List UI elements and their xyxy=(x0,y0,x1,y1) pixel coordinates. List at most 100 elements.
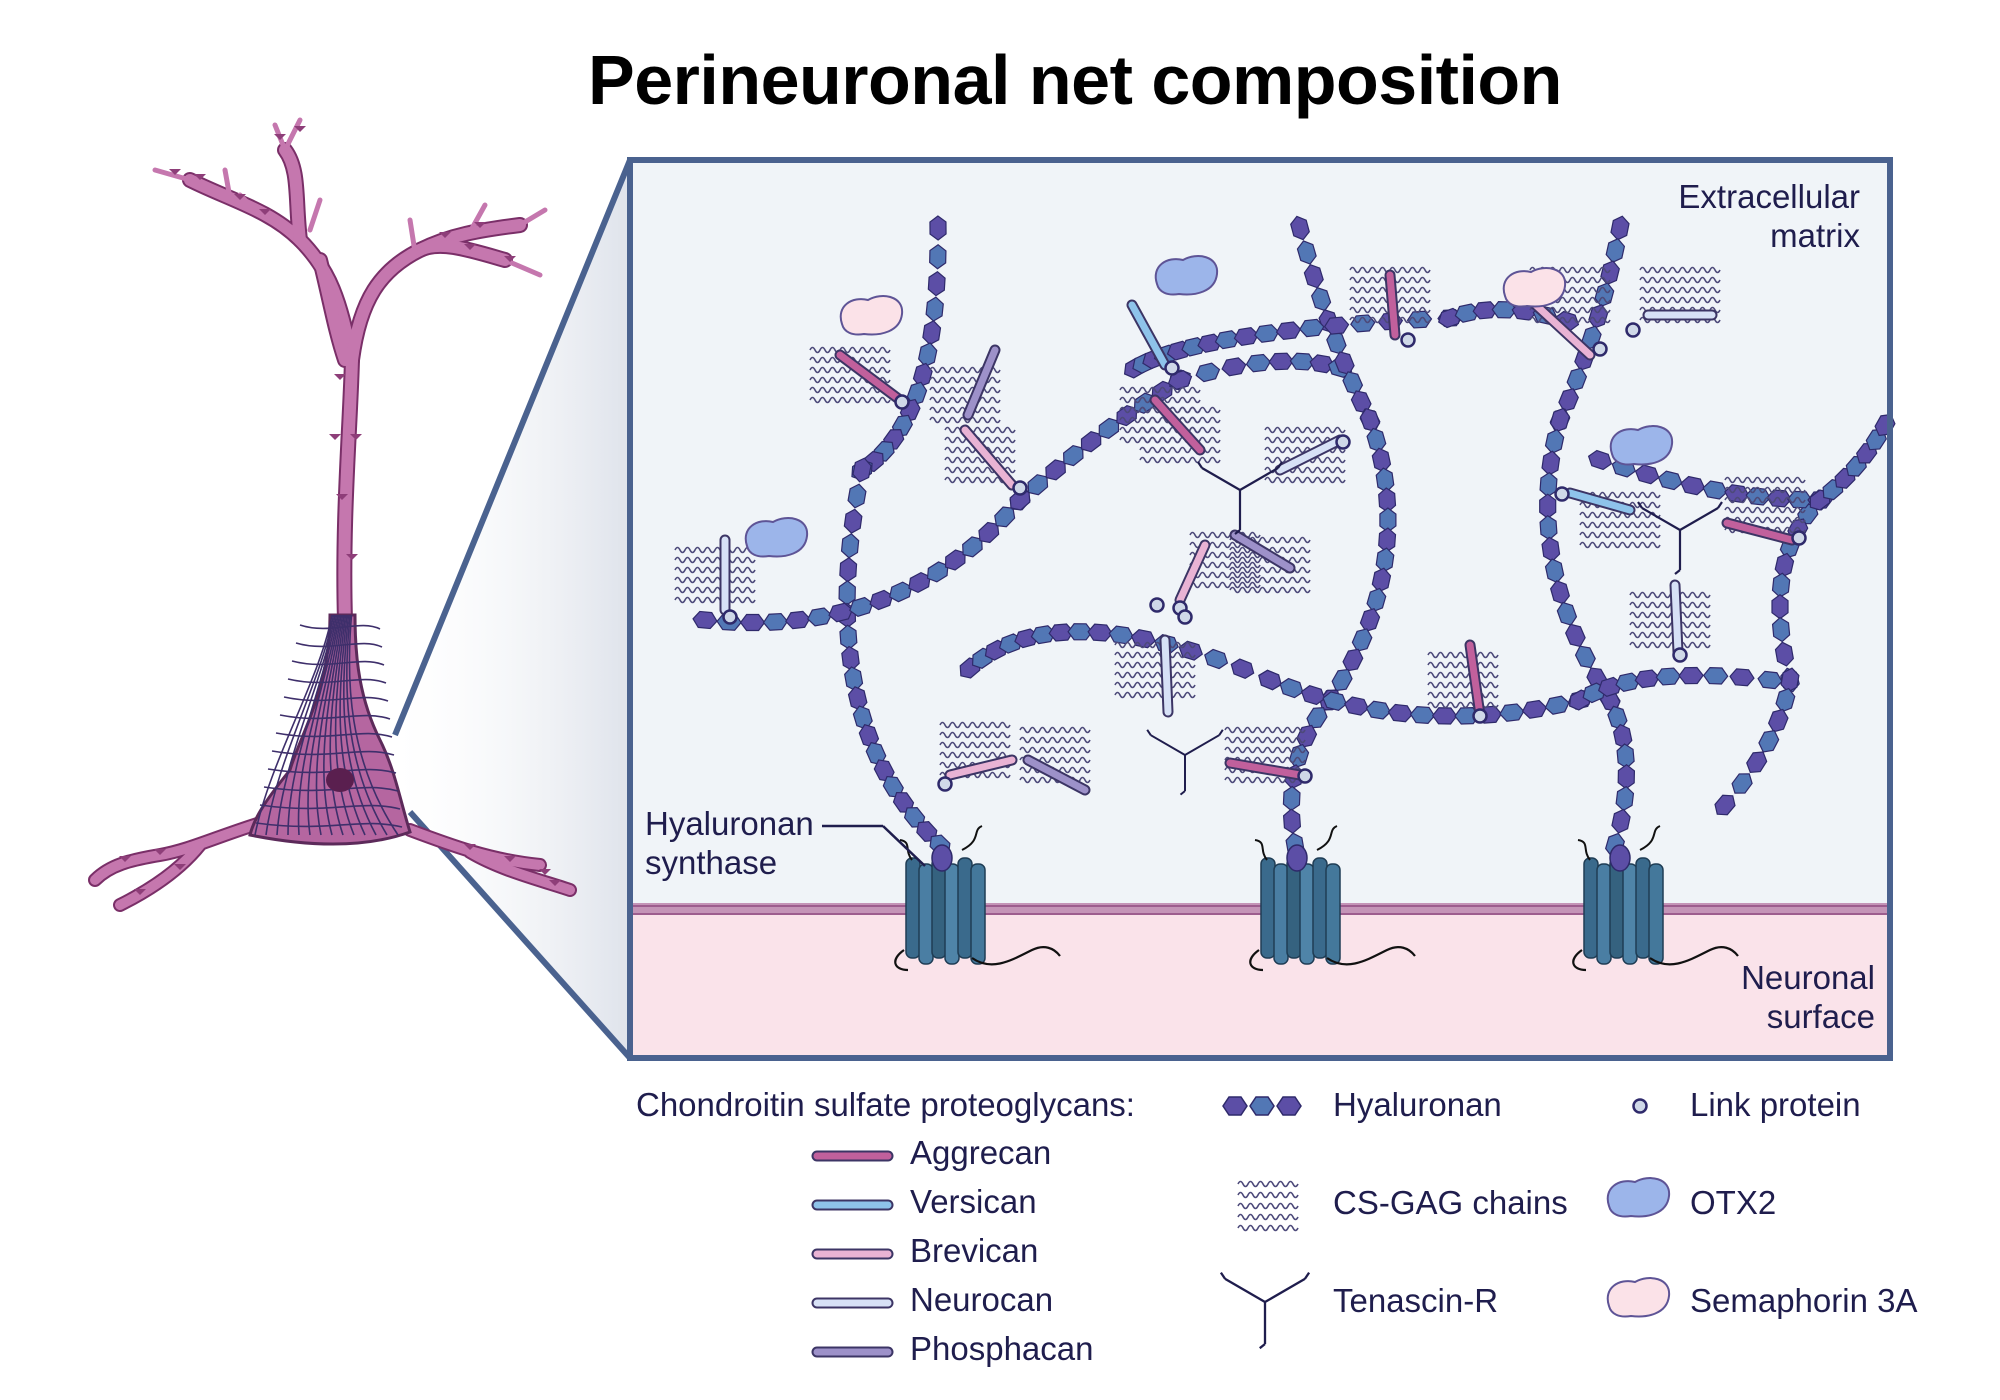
synthase-tail xyxy=(894,946,1061,972)
link-protein xyxy=(1335,434,1351,450)
link-protein xyxy=(937,776,953,792)
legend-link-protein: Link protein xyxy=(1690,1086,1861,1123)
hyaluronan-chain xyxy=(1568,666,1783,711)
cs-gag-wave xyxy=(1629,611,1711,619)
dendritic-spine xyxy=(119,856,131,862)
hyaluronan-unit xyxy=(739,613,766,632)
dendritic-spine xyxy=(539,869,551,875)
cs-gag-chains xyxy=(809,346,891,404)
synthase-helix xyxy=(918,863,934,965)
cs-gag-wave xyxy=(1724,506,1806,514)
hyaluronan-unit xyxy=(929,243,947,270)
net-strand xyxy=(295,642,383,648)
hyaluronan-unit xyxy=(1249,1096,1275,1116)
net-strand xyxy=(271,750,395,756)
phosphacan xyxy=(964,346,999,419)
tenascin-arms xyxy=(1197,461,1283,535)
brevican xyxy=(946,756,1016,779)
cs-gag-wave xyxy=(1019,726,1091,734)
dendritic-spine xyxy=(346,554,358,560)
hyaluronan-chain xyxy=(1437,301,1580,332)
net-strand xyxy=(346,614,388,836)
synthase-helix xyxy=(1583,857,1599,959)
otx2 xyxy=(744,517,809,558)
cs-gag-wave xyxy=(1427,681,1499,689)
synthase-loop xyxy=(899,825,983,861)
basal-dendrite xyxy=(115,840,205,910)
dendritic-spine xyxy=(504,856,516,862)
cs-gag-wave xyxy=(1639,266,1721,274)
legend-otx2-icon xyxy=(1606,1177,1671,1218)
cs-gag-wave xyxy=(1237,1191,1299,1199)
hyaluronan-unit xyxy=(1771,616,1791,643)
cs-gag-wave xyxy=(939,741,1011,749)
dendritic-spine xyxy=(154,849,166,855)
page-title: Perineuronal net composition xyxy=(588,41,1562,119)
cs-gag-wave xyxy=(809,396,891,404)
cs-gag-wave xyxy=(1189,581,1261,589)
dendritic-spine xyxy=(464,844,476,850)
net-strand xyxy=(254,614,333,836)
dendritic-spine xyxy=(549,880,561,886)
dendrite-tip xyxy=(152,167,193,183)
link-protein xyxy=(1297,768,1313,784)
link-protein xyxy=(1592,341,1608,357)
legend-aggrecan: Aggrecan xyxy=(910,1134,1052,1171)
cs-gag-wave xyxy=(944,456,1016,464)
cs-gag-wave xyxy=(1237,1224,1299,1232)
hyaluronan-unit xyxy=(1222,1096,1248,1116)
cs-gag-wave xyxy=(1139,446,1221,454)
dendritic-spine xyxy=(350,434,362,440)
cs-gag-wave xyxy=(1229,586,1311,594)
semaphorin-3a xyxy=(839,295,904,336)
cs-gag-chains xyxy=(1237,1180,1299,1232)
link-protein xyxy=(1164,360,1180,376)
synthase-helix xyxy=(1273,863,1289,965)
tenascin-r xyxy=(1146,729,1224,796)
cs-gag-wave xyxy=(1019,746,1091,754)
synthase-helix xyxy=(1299,863,1315,965)
hyaluronan-chain xyxy=(1167,352,1353,391)
dendrite-tip xyxy=(407,217,418,255)
aggrecan xyxy=(1226,759,1304,779)
neurocan xyxy=(1276,436,1344,474)
synthase-helix xyxy=(1286,857,1302,959)
neuronal-membrane xyxy=(630,905,1890,1058)
cs-gag-wave xyxy=(1579,521,1661,529)
cs-gag-wave xyxy=(929,386,1001,394)
hyaluronan-unit xyxy=(1774,641,1794,667)
net-strand xyxy=(307,614,341,836)
net-strand xyxy=(259,804,401,810)
legend-semaphorin-3a-icon xyxy=(1606,1277,1671,1318)
neurocan xyxy=(1161,636,1172,716)
dendritic-spine xyxy=(474,222,486,228)
cs-gag-wave xyxy=(1139,406,1221,414)
cs-gag-wave xyxy=(1264,446,1346,454)
neurocan xyxy=(1671,581,1682,656)
dendritic-spine xyxy=(134,889,146,895)
hyaluronan-synthase xyxy=(1572,825,1739,972)
dendritic-spine xyxy=(464,244,476,250)
synthase-helix xyxy=(1260,857,1276,959)
synthase-helix xyxy=(957,857,973,959)
synthase-helix xyxy=(1648,863,1664,965)
cs-gag-wave xyxy=(1629,601,1711,609)
cs-gag-wave xyxy=(674,556,756,564)
cs-gag-wave xyxy=(1139,456,1221,464)
hyaluronan-unit xyxy=(1230,658,1255,680)
hyaluronan-unit xyxy=(1221,357,1247,377)
dendrite-tip xyxy=(222,167,233,201)
cs-gag-wave xyxy=(674,566,756,574)
tenascin-arms xyxy=(1146,729,1224,796)
hyaluronan-unit xyxy=(1714,794,1736,816)
dendrite-tip xyxy=(517,207,548,228)
cs-gag-wave xyxy=(1629,621,1711,629)
synthase-hyaluronan-start xyxy=(931,844,953,872)
dendrite xyxy=(314,254,351,366)
synthase-helix xyxy=(1312,857,1328,959)
cs-gag-wave xyxy=(1189,571,1261,579)
cs-gag-wave xyxy=(674,596,756,604)
link-protein xyxy=(1554,486,1570,502)
dendritic-spine xyxy=(234,194,246,200)
